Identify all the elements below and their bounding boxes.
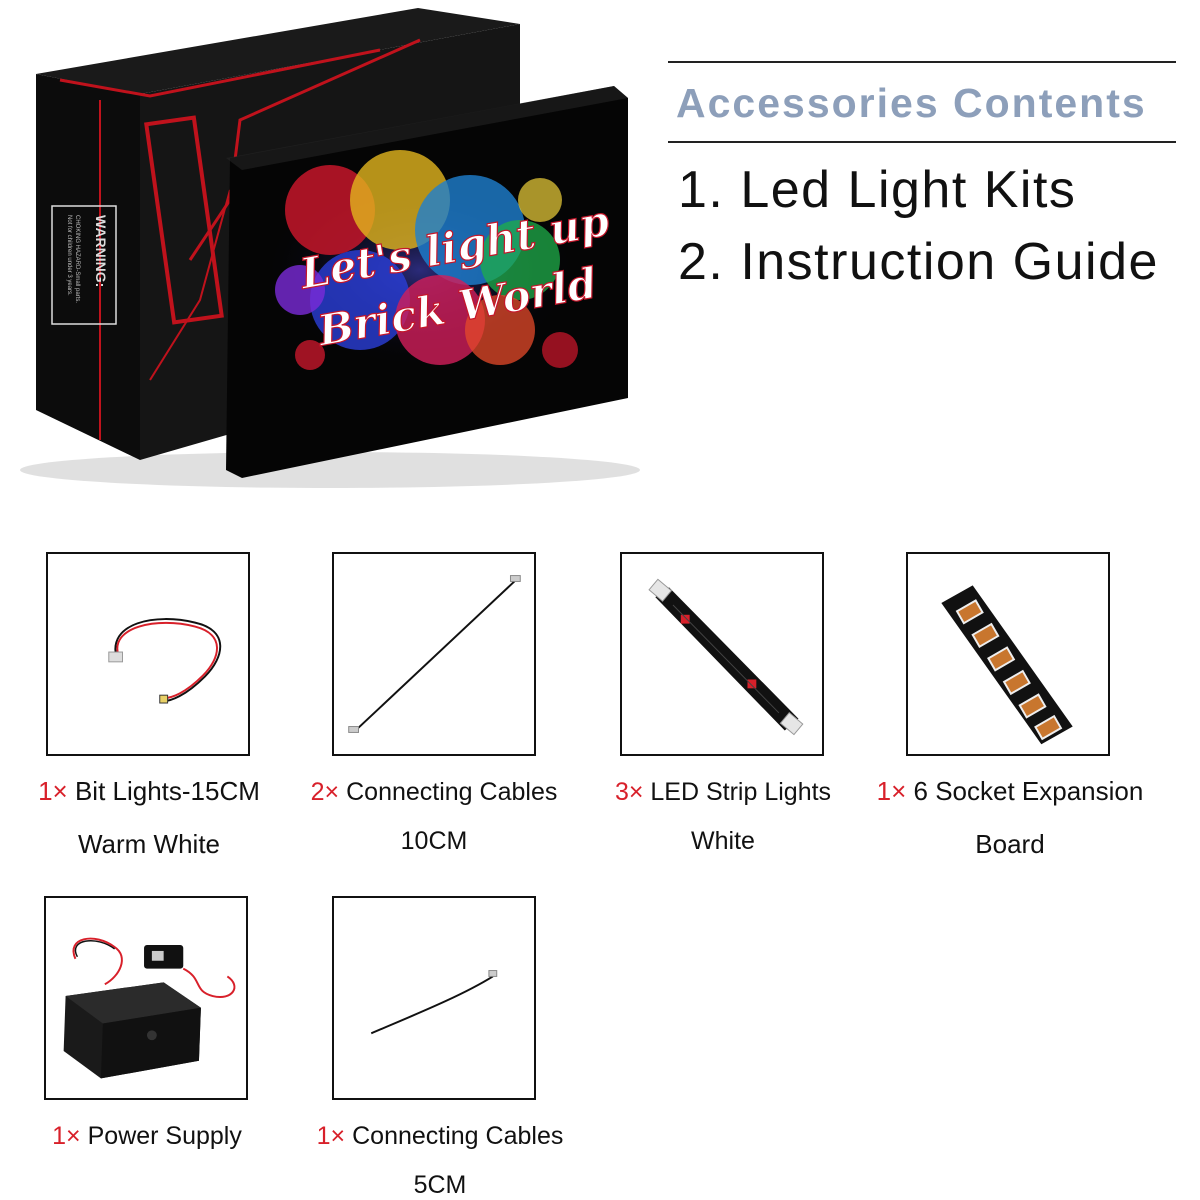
- product-package-image: WARNING: CHOKING HAZARD-Small parts. Not…: [20, 8, 640, 488]
- part-detail: 5CM: [413, 1171, 467, 1199]
- battery-box-icon: [63, 937, 236, 1079]
- part-caption-cables-10cm: 2× Connecting Cables 10CM: [300, 778, 568, 856]
- part-image-power-supply: [44, 896, 248, 1100]
- part-detail: Board: [975, 829, 1045, 859]
- part-caption-cables-5cm: 1× Connecting Cables 5CM: [310, 1122, 570, 1200]
- part-caption-bit-lights: 1× Bit Lights-15CM Warm White: [22, 776, 276, 860]
- warning-title: WARNING:: [93, 215, 109, 287]
- part-name: Power Supply: [87, 1122, 242, 1150]
- part-qty: 1×: [316, 1122, 346, 1150]
- contents-item-1: 1. Led Light Kits: [678, 161, 1077, 219]
- expansion-board-icon: [941, 585, 1073, 745]
- heading-top-rule: [668, 61, 1176, 63]
- long-cable-icon: [348, 575, 521, 733]
- part-caption-expansion-board: 1× 6 Socket Expansion Board: [858, 776, 1162, 860]
- part-detail: White: [691, 827, 755, 855]
- warning-text-2: Not for children under 3 years.: [66, 215, 72, 296]
- part-image-cables-10cm: [332, 552, 536, 756]
- accessories-heading: Accessories Contents: [676, 80, 1147, 126]
- part-caption-power-supply: 1× Power Supply: [20, 1122, 274, 1151]
- bit-light-wire-icon: [108, 618, 222, 704]
- part-qty: 1×: [38, 776, 68, 806]
- warning-text-1: CHOKING HAZARD-Small parts.: [74, 215, 80, 303]
- part-image-cables-5cm: [332, 896, 536, 1100]
- part-detail: 10CM: [400, 827, 468, 855]
- part-name: Connecting Cables: [346, 778, 558, 806]
- part-qty: 2×: [310, 778, 340, 806]
- part-qty: 1×: [876, 776, 907, 806]
- part-qty: 1×: [52, 1122, 81, 1150]
- part-name: Connecting Cables: [352, 1122, 564, 1150]
- contents-item-2: 2. Instruction Guide: [678, 233, 1159, 291]
- part-image-expansion-board: [906, 552, 1110, 756]
- led-strip-icon: [648, 578, 804, 736]
- part-name: 6 Socket Expansion: [913, 776, 1144, 806]
- part-name: Bit Lights-15CM: [74, 776, 260, 806]
- part-image-bit-lights: [46, 552, 250, 756]
- paint-splash-art: [260, 150, 580, 370]
- short-cable-icon: [370, 970, 498, 1035]
- part-detail: Warm White: [77, 829, 221, 859]
- part-image-led-strip: [620, 552, 824, 756]
- part-qty: 3×: [614, 778, 644, 806]
- part-caption-led-strip: 3× LED Strip Lights White: [596, 778, 850, 856]
- greeting-card: Let's light up Brick World: [226, 86, 628, 478]
- warning-label: WARNING: CHOKING HAZARD-Small parts. Not…: [51, 205, 117, 325]
- heading-bottom-rule: [668, 141, 1176, 143]
- part-name: LED Strip Lights: [650, 778, 832, 806]
